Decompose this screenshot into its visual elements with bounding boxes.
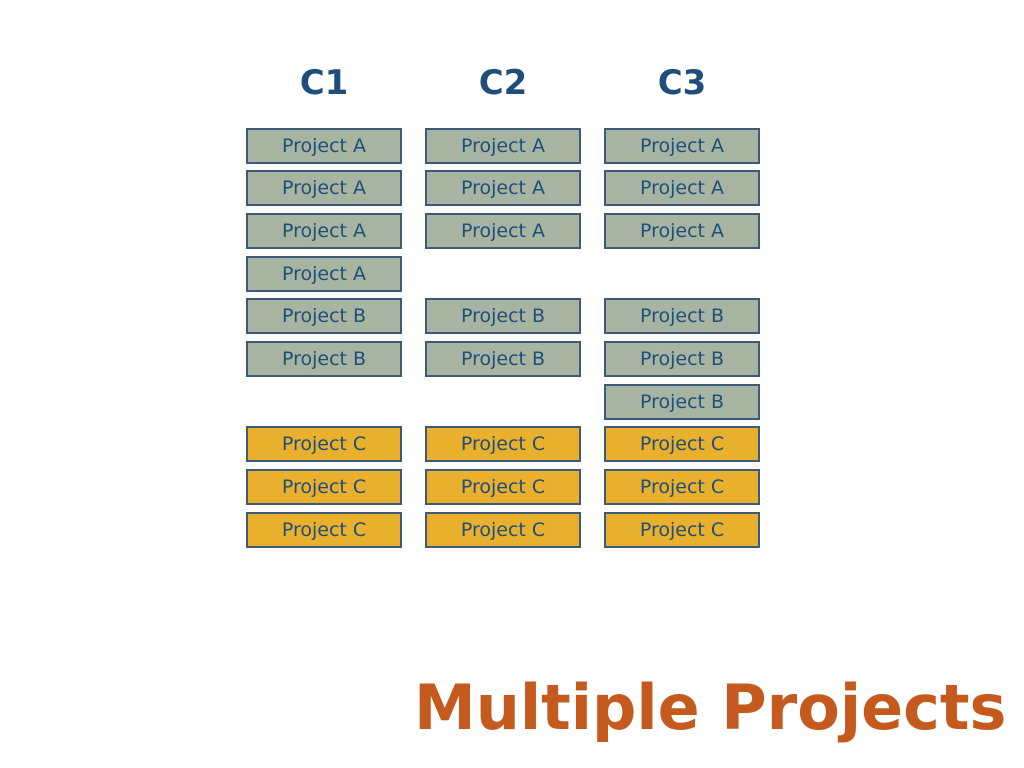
project-box: Project B xyxy=(425,341,581,377)
project-box: Project A xyxy=(246,256,402,292)
project-box: Project A xyxy=(604,128,760,164)
project-box: Project C xyxy=(246,512,402,548)
project-box: Project A xyxy=(604,213,760,249)
project-box: Project C xyxy=(425,469,581,505)
project-box: Project A xyxy=(425,213,581,249)
column-header: C2 xyxy=(478,63,528,103)
project-box: Project A xyxy=(425,170,581,206)
project-box: Project B xyxy=(604,298,760,334)
project-box: Project C xyxy=(604,426,760,462)
project-box: Project C xyxy=(246,469,402,505)
project-box: Project C xyxy=(425,512,581,548)
project-box: Project C xyxy=(425,426,581,462)
project-box: Project B xyxy=(246,298,402,334)
project-box: Project B xyxy=(604,341,760,377)
project-box: Project A xyxy=(604,170,760,206)
project-box: Project B xyxy=(604,384,760,420)
project-box: Project A xyxy=(246,170,402,206)
project-box: Project A xyxy=(425,128,581,164)
column-header: C3 xyxy=(657,63,707,103)
project-box: Project A xyxy=(246,213,402,249)
slide-title: Multiple Projects xyxy=(414,671,1007,744)
project-box: Project C xyxy=(246,426,402,462)
project-box: Project B xyxy=(246,341,402,377)
project-box: Project A xyxy=(246,128,402,164)
column-header: C1 xyxy=(299,63,349,103)
project-box: Project C xyxy=(604,512,760,548)
project-box: Project B xyxy=(425,298,581,334)
project-box: Project C xyxy=(604,469,760,505)
